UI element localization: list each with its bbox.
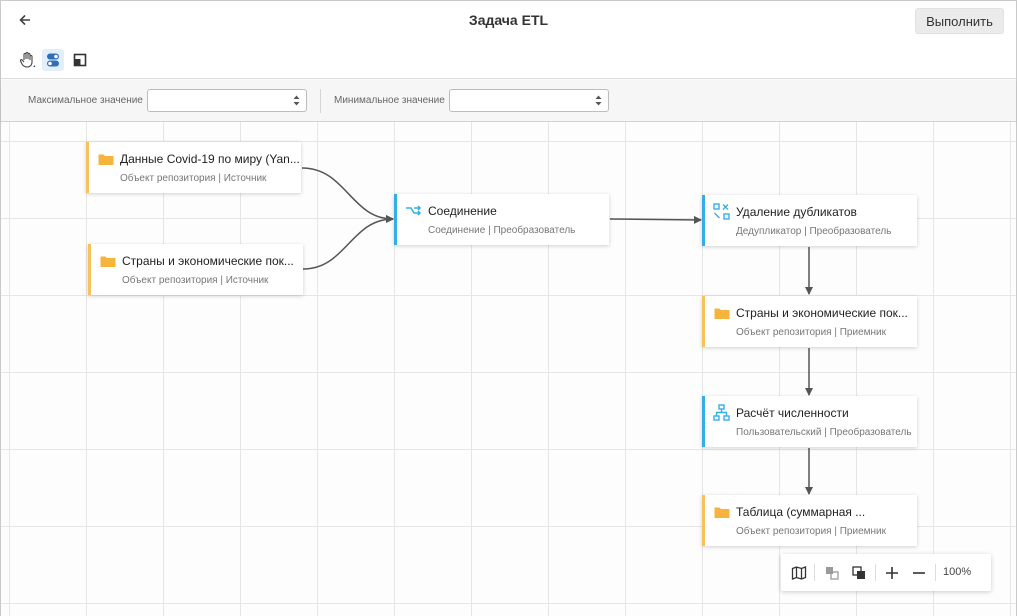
- folder-icon: [713, 304, 730, 321]
- spinner-arrows-icon: [595, 95, 602, 106]
- zoom-panel: 100%: [781, 554, 991, 591]
- folder-icon: [99, 252, 116, 269]
- node-target-countries[interactable]: Страны и экономические пок... Объект реп…: [702, 296, 917, 347]
- window-icon[interactable]: [69, 49, 91, 71]
- node-title: Данные Covid-19 по миру (Yan...: [120, 152, 300, 166]
- page-title: Задача ETL: [468, 12, 549, 28]
- node-subtitle: Соединение | Преобразователь: [428, 225, 576, 236]
- join-icon: [405, 202, 422, 219]
- send-backward-icon[interactable]: [849, 563, 869, 583]
- arrow-left-icon[interactable]: [15, 10, 35, 30]
- connectors: [301, 167, 813, 495]
- node-subtitle: Объект репозитория | Источник: [120, 173, 267, 184]
- folder-icon: [97, 150, 114, 167]
- parameters-bar: Максимальное значение Минимальное значен…: [1, 80, 1016, 122]
- hierarchy-icon: [713, 404, 730, 421]
- bring-forward-icon[interactable]: [822, 563, 842, 583]
- max-value-label: Максимальное значение: [28, 95, 143, 106]
- node-source-countries[interactable]: Страны и экономические пок... Объект реп…: [88, 244, 303, 295]
- zoom-in-icon[interactable]: [882, 563, 902, 583]
- max-value-select[interactable]: [147, 89, 307, 112]
- connector-src2-join: [302, 215, 394, 270]
- node-subtitle: Объект репозитория | Источник: [122, 275, 269, 286]
- node-population-calc[interactable]: Расчёт численности Пользовательский | Пр…: [702, 396, 917, 447]
- node-title: Таблица (суммарная ...: [736, 505, 866, 519]
- node-title: Удаление дубликатов: [736, 205, 857, 219]
- node-subtitle: Пользовательский | Преобразователь: [736, 427, 912, 438]
- header: Задача ETL Выполнить: [1, 1, 1016, 79]
- min-value-label: Минимальное значение: [334, 95, 445, 106]
- connector-src1-join: [301, 167, 394, 223]
- zoom-out-icon[interactable]: [909, 563, 929, 583]
- node-subtitle: Объект репозитория | Приемник: [736, 526, 886, 537]
- divider: [935, 564, 936, 581]
- node-source-covid[interactable]: Данные Covid-19 по миру (Yan... Объект р…: [86, 142, 301, 193]
- node-join[interactable]: Соединение Соединение | Преобразователь: [394, 194, 609, 245]
- node-subtitle: Объект репозитория | Приемник: [736, 327, 886, 338]
- folder-icon: [713, 503, 730, 520]
- node-target-table[interactable]: Таблица (суммарная ... Объект репозитори…: [702, 495, 917, 546]
- divider: [320, 89, 321, 113]
- node-title: Страны и экономические пок...: [736, 306, 908, 320]
- node-title: Расчёт численности: [736, 406, 849, 420]
- node-title: Страны и экономические пок...: [122, 254, 294, 268]
- node-title: Соединение: [428, 204, 497, 218]
- spinner-arrows-icon: [293, 95, 300, 106]
- zoom-level[interactable]: 100%: [943, 566, 972, 578]
- min-value-select[interactable]: [449, 89, 609, 112]
- connector-join-dedup: [609, 215, 702, 224]
- dedup-icon: [713, 203, 730, 220]
- hand-pan-icon[interactable]: [16, 49, 38, 71]
- node-dedup[interactable]: Удаление дубликатов Дедупликатор | Преоб…: [702, 195, 917, 246]
- etl-canvas[interactable]: Данные Covid-19 по миру (Yan... Объект р…: [1, 122, 1016, 616]
- run-button[interactable]: Выполнить: [915, 8, 1004, 34]
- divider: [875, 564, 876, 581]
- divider: [814, 564, 815, 581]
- map-icon[interactable]: [789, 563, 809, 583]
- toggle-icon[interactable]: [42, 49, 64, 71]
- node-subtitle: Дедупликатор | Преобразователь: [736, 226, 892, 237]
